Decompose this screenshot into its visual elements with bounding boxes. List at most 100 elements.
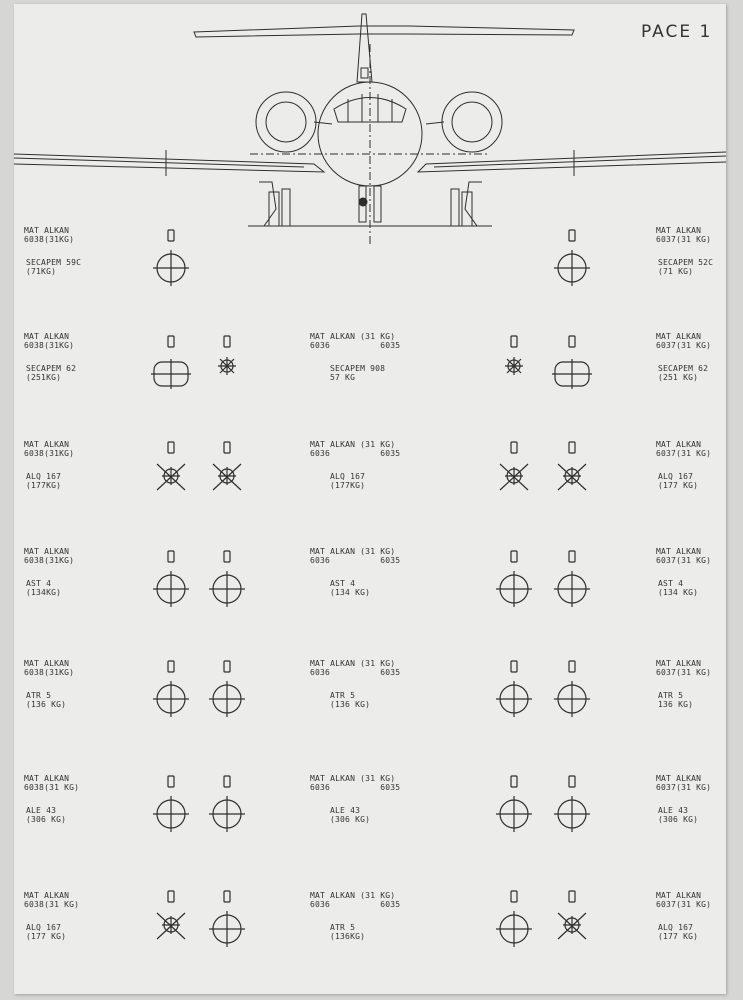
store-label: AST 4(134 KG) [330, 579, 370, 597]
rack-name: MAT ALKAN [24, 440, 70, 449]
rack-part-number: 6036 6035 [310, 341, 401, 350]
rack-name: MAT ALKAN [656, 332, 702, 341]
pylon-outer_left-round [209, 775, 245, 832]
store-name: ALE 43 [330, 806, 361, 815]
pylon-inner_left-star [156, 890, 186, 940]
rack-part-number: 6038(31KG) [24, 341, 75, 350]
rack-name: MAT ALKAN [656, 547, 702, 556]
rack-name: MAT ALKAN [656, 440, 702, 449]
store-weight: (177KG) [26, 481, 62, 490]
pylon-outer_right-round [496, 660, 532, 717]
rack-label: MAT ALKAN (31 KG)6036 6035 [310, 659, 400, 677]
pylon-outer_left-round [209, 550, 245, 607]
pylon-outer_left-round [209, 660, 245, 717]
rack-name: MAT ALKAN [24, 774, 70, 783]
pylon-outer_right-star [499, 441, 529, 491]
store-weight: (177 KG) [658, 932, 699, 941]
rack-part-number: 6038(31KG) [24, 449, 75, 458]
rack-part-number: 6037(31 KG) [656, 449, 712, 458]
pylon-store-icons [151, 229, 592, 947]
store-weight: (306 KG) [658, 815, 699, 824]
rack-part-number: 6037(31 KG) [656, 235, 712, 244]
store-name: ATR 5 [26, 691, 52, 700]
store-label: SECAPEM 52C(71 KG) [658, 258, 713, 276]
pylon-inner_left-star [156, 441, 186, 491]
store-label: ATR 5(136 KG) [26, 691, 66, 709]
store-name: SECAPEM 59C [26, 258, 82, 267]
pylon-inner_left-round [153, 660, 189, 717]
store-weight: (177 KG) [26, 932, 67, 941]
rack-name: MAT ALKAN (31 KG) [310, 440, 396, 449]
store-label: ATR 5(136KG) [330, 923, 365, 941]
store-weight: (251 KG) [658, 373, 699, 382]
store-label: ALQ 167(177KG) [330, 472, 365, 490]
rack-name: MAT ALKAN [24, 332, 70, 341]
rack-part-number: 6036 6035 [310, 449, 401, 458]
rack-part-number: 6036 6035 [310, 783, 401, 792]
store-label: ALQ 167(177 KG) [658, 923, 698, 941]
rack-name: MAT ALKAN [656, 774, 702, 783]
pylon-inner_right-star [557, 890, 587, 940]
pylon-inner_right-star [557, 441, 587, 491]
rack-label: MAT ALKAN (31 KG)6036 6035 [310, 774, 400, 792]
store-label: SECAPEM 62(251 KG) [658, 364, 708, 382]
pylon-inner_right-large-pod [552, 335, 592, 389]
store-label: ALE 43(306 KG) [330, 806, 370, 824]
pylon-outer_right-round [496, 890, 532, 947]
store-weight: 136 KG) [658, 700, 694, 709]
store-weight: (136 KG) [330, 700, 371, 709]
pylon-inner_left-round [153, 550, 189, 607]
store-weight: (136KG) [330, 932, 366, 941]
store-label: AST 4(134KG) [26, 579, 61, 597]
rack-part-number: 6038(31KG) [24, 556, 75, 565]
aircraft-front-view-drawing [14, 13, 726, 244]
store-weight: (134 KG) [330, 588, 371, 597]
pylon-inner_right-round [554, 229, 590, 286]
store-name: ATR 5 [330, 691, 356, 700]
rack-name: MAT ALKAN [656, 226, 702, 235]
store-name: ATR 5 [330, 923, 356, 932]
store-weight: 57 KG [330, 373, 356, 382]
store-name: ALQ 167 [330, 472, 366, 481]
rack-name: MAT ALKAN [656, 659, 702, 668]
rack-name: MAT ALKAN (31 KG) [310, 547, 396, 556]
store-label: SECAPEM 59C(71KG) [26, 258, 81, 276]
rack-part-number: 6037(31 KG) [656, 668, 712, 677]
pylon-outer_right-round [496, 550, 532, 607]
pylon-inner_left-large-pod [151, 335, 191, 389]
store-weight: (177KG) [330, 481, 366, 490]
rack-part-number: 6037(31 KG) [656, 341, 712, 350]
pylon-inner_right-round [554, 775, 590, 832]
store-name: SECAPEM 62 [26, 364, 77, 373]
store-label: AST 4(134 KG) [658, 579, 698, 597]
pylon-inner_right-round [554, 660, 590, 717]
store-name: AST 4 [658, 579, 684, 588]
rack-label: MAT ALKAN (31 KG)6036 6035 [310, 332, 400, 350]
rack-label: MAT ALKAN (31 KG)6036 6035 [310, 891, 400, 909]
pylon-outer_left-star [212, 441, 242, 491]
rack-part-number: 6036 6035 [310, 900, 401, 909]
rack-part-number: 6038(31KG) [24, 668, 75, 677]
store-weight: (251KG) [26, 373, 62, 382]
rack-name: MAT ALKAN (31 KG) [310, 774, 396, 783]
rack-name: MAT ALKAN (31 KG) [310, 891, 396, 900]
rack-part-number: 6038(31 KG) [24, 783, 80, 792]
store-name: ALE 43 [26, 806, 57, 815]
store-name: SECAPEM 62 [658, 364, 709, 373]
store-label: ALE 43(306 KG) [658, 806, 698, 824]
pylon-inner_left-round [153, 775, 189, 832]
store-name: ALQ 167 [658, 923, 694, 932]
rack-name: MAT ALKAN [24, 659, 70, 668]
